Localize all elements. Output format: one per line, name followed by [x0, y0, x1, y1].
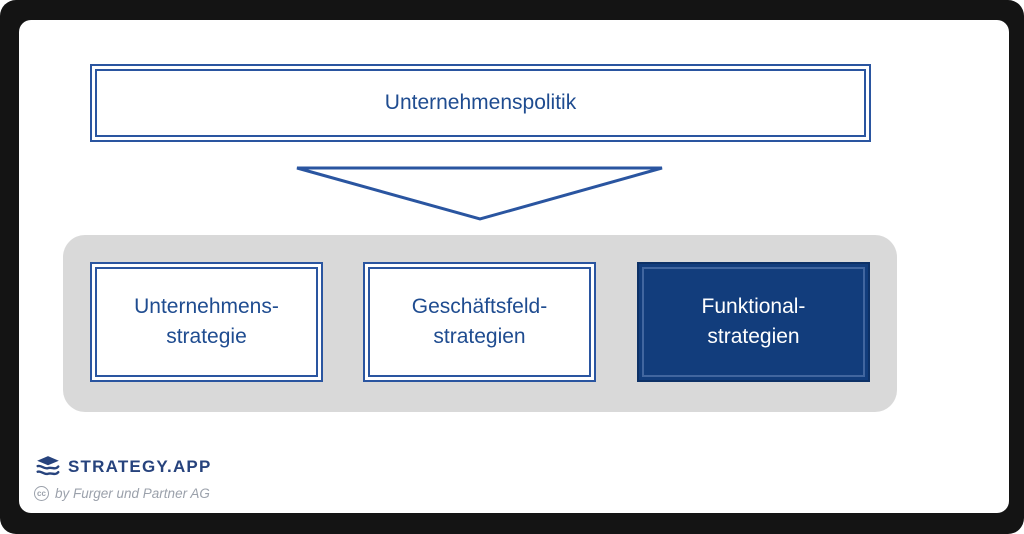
strategy-box-inner: Geschäftsfeld- strategien — [368, 267, 591, 377]
strategy-box-inner: Unternehmens- strategie — [95, 267, 318, 377]
layers-icon — [36, 456, 60, 476]
slide-canvas: Unternehmenspolitik Unternehmens- strate… — [19, 20, 1009, 513]
strategy-box-geschaeftsfeldstrategien[interactable]: Geschäftsfeld- strategien — [363, 262, 596, 382]
creative-commons-icon: cc — [34, 486, 49, 501]
strategy-box-label-line2: strategie — [166, 325, 247, 348]
strategy-box-label-line1: Unternehmens- — [134, 295, 279, 318]
strategy-box-unternehmensstrategie[interactable]: Unternehmens- strategie — [90, 262, 323, 382]
policy-box[interactable]: Unternehmenspolitik — [90, 64, 871, 142]
policy-box-inner: Unternehmenspolitik — [95, 69, 866, 137]
strategy-box-label-line2: strategien — [433, 325, 526, 348]
policy-box-label: Unternehmenspolitik — [384, 91, 577, 114]
brand-logo: STRATEGY.APP — [35, 454, 212, 480]
brand-name: STRATEGY.APP — [68, 457, 212, 476]
down-arrow-icon — [296, 166, 663, 221]
license-text: by Furger und Partner AG — [55, 486, 210, 501]
strategy-box-label-line1: Funktional- — [701, 295, 806, 318]
strategy-box-inner: Funktional- strategien — [642, 267, 865, 377]
strategy-box-funktionalstrategien-selected[interactable]: Funktional- strategien — [637, 262, 870, 382]
strategy-box-label-line1: Geschäftsfeld- — [411, 295, 548, 318]
strategy-box-label-line2: strategien — [707, 325, 800, 348]
license-attribution: cc by Furger und Partner AG — [34, 486, 210, 501]
